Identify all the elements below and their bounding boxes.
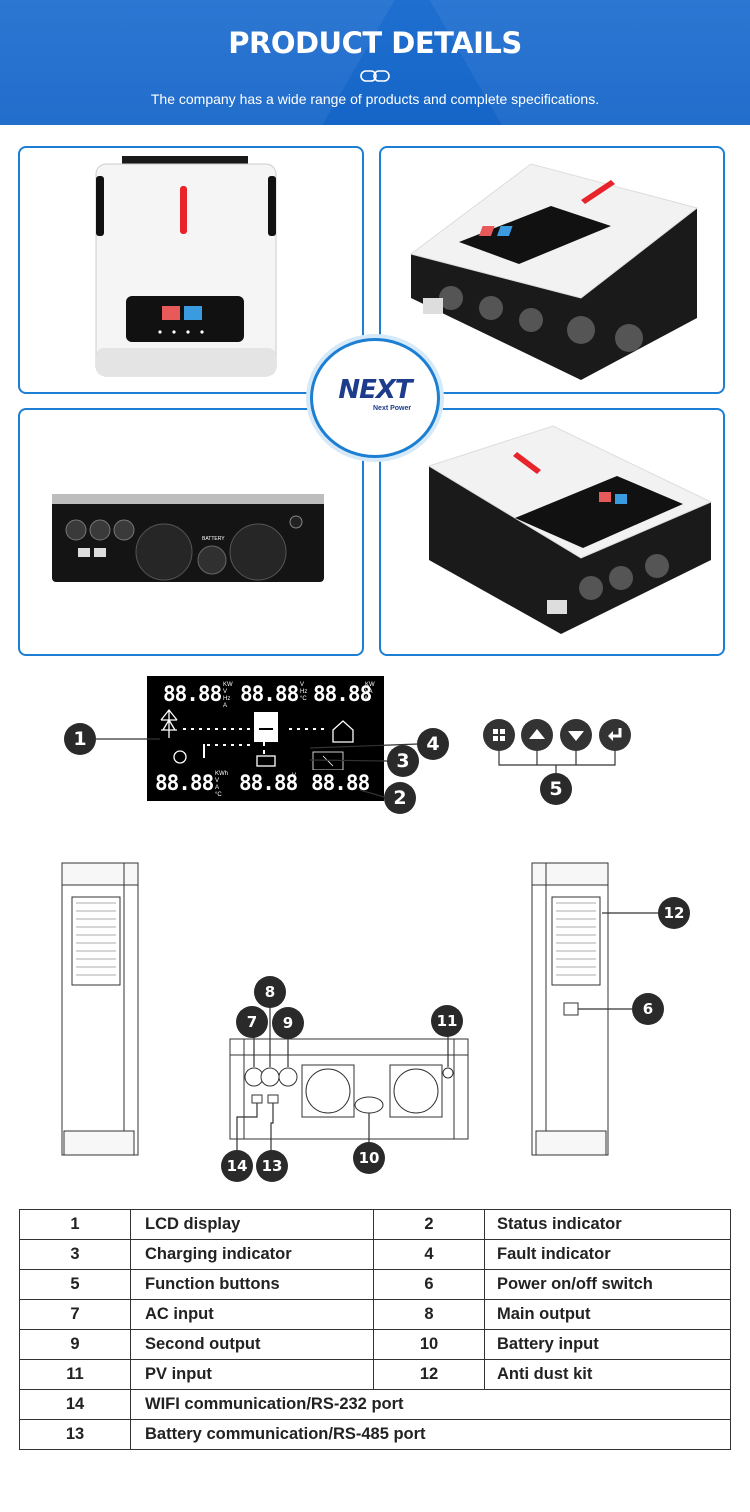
table-cell-label: Battery communication/RS-485 port: [130, 1419, 731, 1450]
table-row: 3 Charging indicator 4 Fault indicator: [19, 1239, 731, 1270]
table-cell-number: 14: [19, 1389, 131, 1420]
table-cell-label: Function buttons: [130, 1269, 374, 1300]
lcd-readout-top-right: 88.88: [313, 682, 372, 706]
callout-6: 6: [632, 993, 664, 1025]
menu-button[interactable]: [483, 719, 515, 751]
lcd-readout-bottom-left: 88.88: [155, 771, 214, 795]
table-row: 9 Second output 10 Battery input: [19, 1329, 731, 1360]
table-cell-label: Battery input: [484, 1329, 731, 1360]
table-cell-label: Anti dust kit: [484, 1359, 731, 1390]
page-subtitle: The company has a wide range of products…: [150, 91, 600, 107]
photo-angled-view-2: [379, 408, 725, 656]
table-row: 11 PV input 12 Anti dust kit: [19, 1359, 731, 1390]
callout-4: 4: [417, 728, 449, 760]
brand-logo: NEXT Next Power: [310, 338, 440, 458]
table-row: 7 AC input 8 Main output: [19, 1299, 731, 1330]
callout-11: 11: [431, 1005, 463, 1037]
callout-10: 10: [353, 1142, 385, 1174]
photo-bottom-view: BATTERY: [18, 408, 364, 656]
table-cell-label: LCD display: [130, 1209, 374, 1240]
chevron-down-icon: [568, 731, 584, 741]
inverter-line-drawings: [61, 862, 658, 1156]
brand-logo-text: NEXT: [338, 375, 412, 405]
table-cell-number: 11: [19, 1359, 131, 1390]
inverter-front-illustration: [95, 156, 277, 377]
down-button[interactable]: [560, 719, 592, 751]
table-cell-number: 7: [19, 1299, 131, 1330]
table-cell-number: 2: [373, 1209, 485, 1240]
table-cell-label: PV input: [130, 1359, 374, 1390]
table-cell-label: Fault indicator: [484, 1239, 731, 1270]
lcd-flow-diagram: [160, 708, 354, 770]
spec-table: 1 LCD display 2 Status indicator 3 Charg…: [19, 1209, 731, 1450]
lcd-readout-bottom-right: 88.88: [311, 771, 370, 795]
inverter-bottom-illustration: BATTERY: [52, 494, 324, 582]
callout-14: 14: [221, 1150, 253, 1182]
battery-port-label: BATTERY: [202, 536, 225, 542]
lcd-readout-top-left: 88.88: [163, 682, 222, 706]
table-cell-number: 3: [19, 1239, 131, 1270]
callout-5: 5: [540, 773, 572, 805]
callout-9: 9: [272, 1007, 304, 1039]
callout-2: 2: [384, 782, 416, 814]
table-cell-number: 4: [373, 1239, 485, 1270]
photo-front-view: [18, 146, 364, 394]
callout-13: 13: [256, 1150, 288, 1182]
table-cell-label: Status indicator: [484, 1209, 731, 1240]
inverter-angled-illustration-2: [427, 425, 713, 634]
battery-icon: [256, 755, 276, 767]
table-row: 13 Battery communication/RS-485 port: [19, 1419, 731, 1450]
lcd-callout-lines: [96, 738, 616, 798]
house-load-icon: [332, 720, 354, 743]
callout-7: 7: [236, 1006, 268, 1038]
enter-icon: [608, 728, 622, 741]
table-cell-label: AC input: [130, 1299, 374, 1330]
table-cell-number: 1: [19, 1209, 131, 1240]
callout-1: 1: [64, 723, 96, 755]
table-cell-number: 13: [19, 1419, 131, 1450]
grid-tower-icon: [160, 708, 178, 738]
lcd-readout-bottom-mid: 88.88: [239, 771, 298, 795]
enter-button[interactable]: [599, 719, 631, 751]
table-cell-number: 12: [373, 1359, 485, 1390]
brand-logo-tagline: Next Power: [373, 405, 412, 412]
table-row: 5 Function buttons 6 Power on/off switch: [19, 1269, 731, 1300]
table-cell-label: Main output: [484, 1299, 731, 1330]
table-cell-number: 5: [19, 1269, 131, 1300]
table-cell-number: 10: [373, 1329, 485, 1360]
table-cell-label: WIFI communication/RS-232 port: [130, 1389, 731, 1420]
up-button[interactable]: [521, 719, 553, 751]
chevron-up-icon: [529, 729, 545, 739]
inverter-angled-illustration: [409, 163, 699, 380]
solar-panel-icon: [173, 750, 187, 764]
callout-8: 8: [254, 976, 286, 1008]
table-cell-number: 6: [373, 1269, 485, 1300]
table-cell-label: Charging indicator: [130, 1239, 374, 1270]
callout-12: 12: [658, 897, 690, 929]
table-cell-label: Power on/off switch: [484, 1269, 731, 1300]
callout-3: 3: [387, 745, 419, 777]
link-icon: [360, 70, 390, 82]
table-row: 1 LCD display 2 Status indicator: [19, 1209, 731, 1240]
table-cell-label: Second output: [130, 1329, 374, 1360]
page-title: PRODUCT DETAILS: [228, 26, 522, 60]
lcd-readout-top-mid: 88.88: [240, 682, 299, 706]
grid-icon: [493, 729, 505, 741]
inverter-icon: [254, 712, 278, 742]
page-header: PRODUCT DETAILS The company has a wide r…: [0, 0, 750, 125]
table-cell-number: 9: [19, 1329, 131, 1360]
table-row: 14 WIFI communication/RS-232 port: [19, 1389, 731, 1420]
table-cell-number: 8: [373, 1299, 485, 1330]
photo-angled-view: [379, 146, 725, 394]
